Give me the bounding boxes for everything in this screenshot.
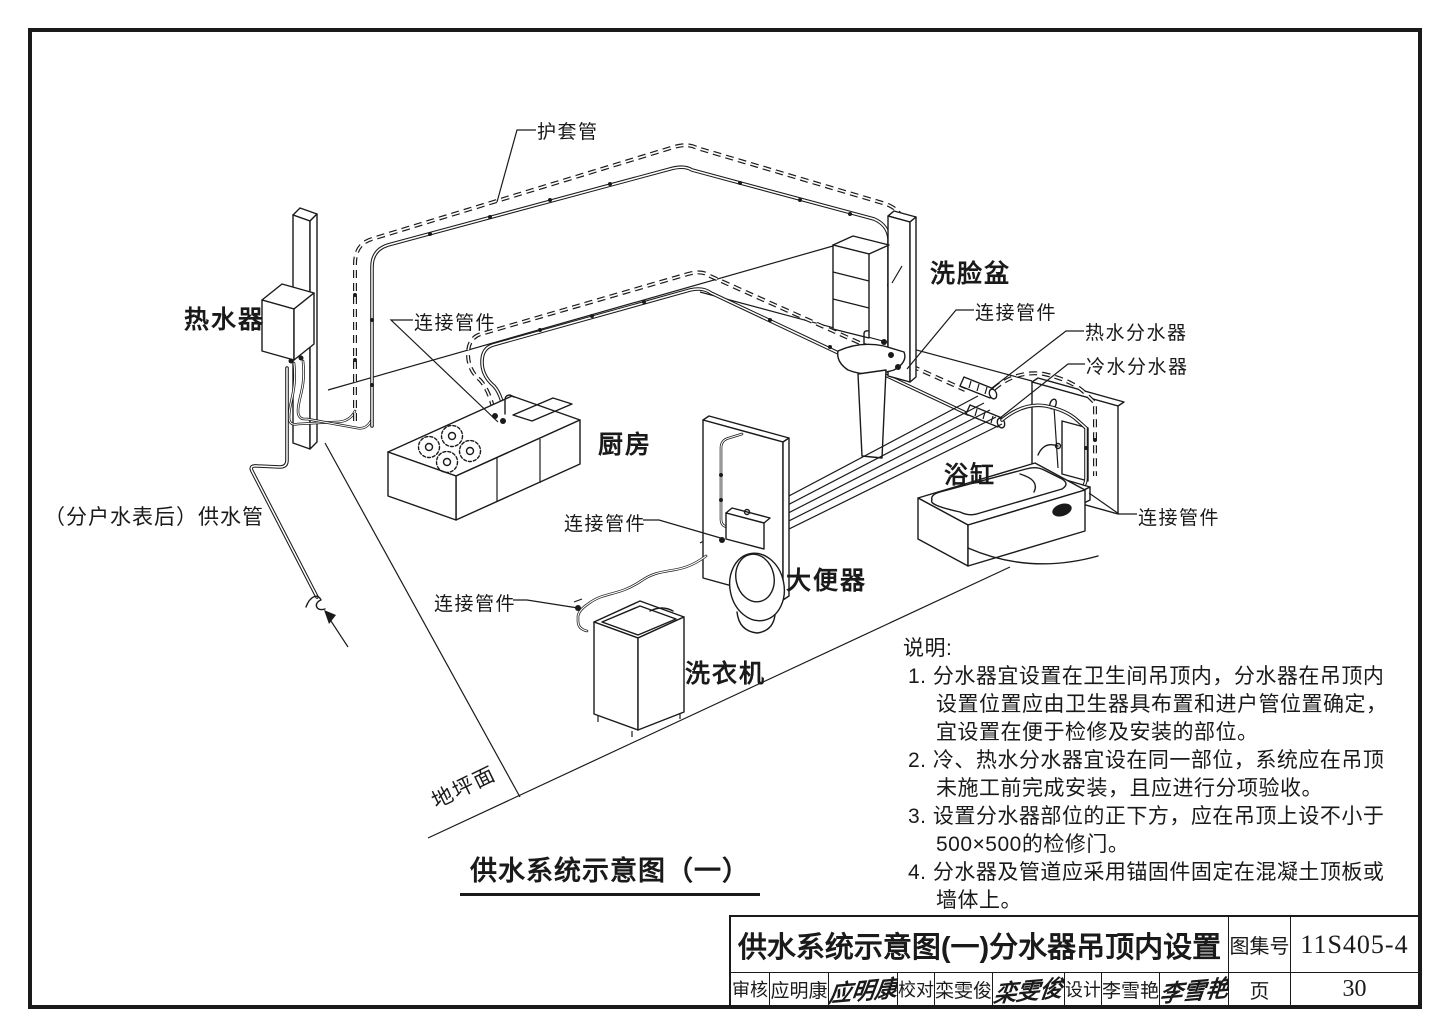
proofreader-name: 栾雯俊 [934,973,992,1005]
page-border [28,28,1422,1009]
kitchen-counter [387,394,581,521]
washing-machine [573,554,708,737]
page-number: 30 [1290,973,1418,1005]
atlas-number-label: 图集号 [1228,917,1290,972]
connector-label-bathtub: 连接管件 [1138,508,1221,529]
figure-caption: 供水系统示意图（一） [460,849,760,896]
designer-signature-text: 李雪艳 [1159,974,1228,1005]
kitchen-label: 厨房 [598,431,653,459]
atlas-number: 11S405-4 [1290,917,1418,972]
note-line: 3. 设置分水器部位的正下方，应在吊顶上设不小于 [908,805,1385,828]
note-line: 500×500的检修门。 [936,833,1130,856]
design-label: 设计 [1064,973,1101,1005]
note-line: 宜设置在便于检修及安装的部位。 [936,721,1259,744]
washing-machine-label: 洗衣机 [685,660,767,688]
supply-pipe-label: （分户水表后）供水管 [44,506,264,529]
note-line: 1. 分水器宜设置在卫生间吊顶内，分水器在吊顶内 [908,665,1385,688]
supply-and-heater-pipes [249,359,374,648]
bathtub-label: 浴缸 [944,462,996,489]
note-line: 4. 分水器及管道应采用锚固件固定在混凝土顶板或 [908,861,1385,884]
proof-label: 校对 [897,973,934,1005]
reviewer-name: 应明康 [769,973,828,1005]
proofreader-signature: 栾雯俊 [992,973,1064,1005]
sleeve-pipe-label: 护套管 [537,122,599,143]
note-line: 2. 冷、热水分水器宜设在同一部位，系统应在吊顶 [908,749,1385,772]
washbasin-label: 洗脸盆 [930,260,1012,288]
cold-manifold-label: 冷水分水器 [1086,357,1189,378]
reviewer-signature-text: 应明康 [828,974,897,1005]
washbasin-cabinet [832,210,917,459]
review-label: 审核 [732,980,768,1000]
water-heater [261,283,315,364]
page-number-label: 页 [1228,973,1290,1005]
water-manifolds [699,376,1006,568]
note-line: 设置位置应由卫生器具布置和进户管位置确定， [936,693,1388,716]
leader-lines [389,129,1137,609]
floor-and-wall-lines [324,245,1033,839]
hot-manifold-label: 热水分水器 [1085,323,1188,344]
connector-label-washer: 连接管件 [434,594,517,615]
designer-name: 李雪艳 [1101,973,1159,1005]
ceiling-pipe-loops [353,143,970,428]
toilet-fixture [702,415,790,634]
connector-label-toilet: 连接管件 [564,514,647,535]
title-block: 供水系统示意图(一)分水器吊顶内设置 图集号 11S405-4 审核 应明康 应… [729,915,1420,1007]
toilet-label: 大便器 [786,567,868,595]
designer-signature: 李雪艳 [1159,973,1228,1005]
drawing-title: 供水系统示意图(一)分水器吊顶内设置 [737,931,1222,964]
connector-label-washbasin: 连接管件 [975,303,1058,324]
reviewer-signature: 应明康 [828,973,897,1005]
water-heater-label: 热水器 [184,306,266,334]
note-line: 墙体上。 [936,889,1022,912]
proofreader-signature-text: 栾雯俊 [992,974,1064,1005]
bathtub [917,462,1099,567]
note-line: 未施工前完成安装，且应进行分项验收。 [936,777,1323,800]
connector-label-kitchen: 连接管件 [414,313,497,334]
notes-heading: 说明: [903,637,953,660]
